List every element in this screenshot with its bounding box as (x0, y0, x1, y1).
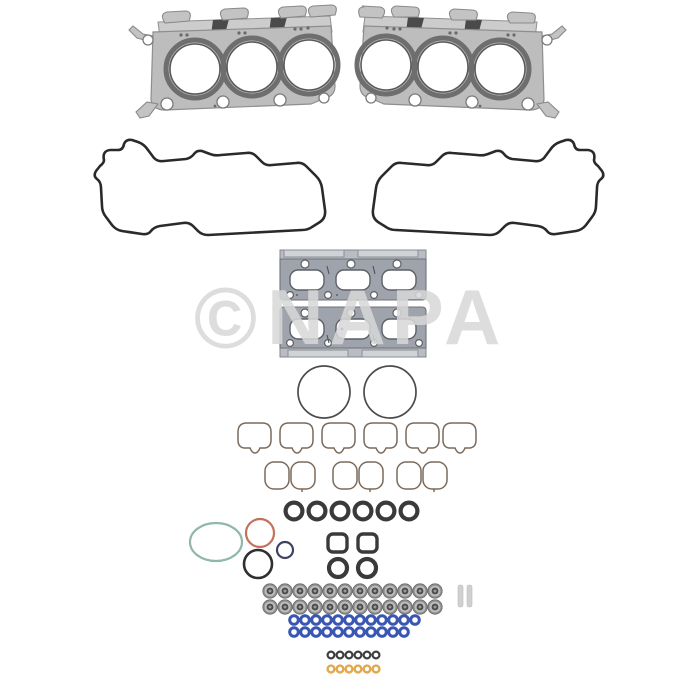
dowel-pins-group (456, 584, 476, 610)
small-tan-o-ring (371, 664, 381, 674)
blue-o-ring (376, 626, 388, 638)
blue-o-ring (387, 614, 399, 626)
camshaft-seal (329, 500, 351, 522)
intake-port-gasket (237, 422, 272, 454)
camshaft-seal (283, 500, 305, 522)
valve-stem-seal-row (262, 599, 443, 615)
valve-cover-gasket-right (358, 138, 608, 243)
round-seal (355, 556, 379, 580)
small-dark-o-ring (371, 650, 381, 660)
camshaft-seals-group (282, 500, 422, 522)
square-seal (356, 532, 379, 554)
o-ring-orange (244, 517, 276, 549)
small-dark-o-rings-group (326, 648, 386, 662)
copyright-symbol: © (193, 271, 268, 367)
exhaust-manifold-gasket-lower (278, 305, 428, 358)
blue-o-ring (310, 614, 322, 626)
camshaft-seal (398, 500, 420, 522)
head-gasket-left (125, 4, 341, 123)
coloured-o-rings-group (188, 517, 308, 580)
blue-o-ring (343, 614, 355, 626)
valve-cover-gasket-left (90, 138, 340, 243)
intake-runner-gasket (290, 461, 316, 490)
blue-o-ring (398, 614, 410, 626)
blue-o-ring (332, 626, 344, 638)
dowel-pin (457, 584, 464, 608)
blue-o-ring (387, 626, 399, 638)
small-dark-o-ring (335, 650, 345, 660)
small-tan-o-ring (326, 664, 336, 674)
small-tan-o-rings-group (326, 662, 386, 676)
intake-port-gasket (405, 422, 440, 454)
intake-port-gasket (363, 422, 398, 454)
round-seal (326, 556, 350, 580)
small-dark-o-ring (353, 650, 363, 660)
small-tan-o-ring (362, 664, 372, 674)
head-gasket-right (354, 5, 570, 123)
intake-runner-gasket (422, 461, 448, 490)
intake-port-gasket (321, 422, 356, 454)
throttle-body-seals-group (295, 363, 420, 421)
blue-o-ring (332, 614, 344, 626)
dowel-pin (466, 584, 473, 608)
blue-o-ring (321, 626, 333, 638)
blue-o-ring-row (288, 626, 410, 638)
blue-o-ring (299, 614, 311, 626)
blue-o-ring (299, 626, 311, 638)
blue-o-ring (343, 626, 355, 638)
blue-o-ring (354, 626, 366, 638)
blue-o-rings-group (288, 614, 421, 640)
camshaft-seal (306, 500, 328, 522)
blue-o-ring (398, 626, 410, 638)
small-tan-o-ring (353, 664, 363, 674)
intake-port-gaskets-group (232, 420, 480, 456)
blue-o-ring (288, 626, 300, 638)
o-ring-black (242, 548, 274, 580)
camshaft-seal (352, 500, 374, 522)
small-tan-o-ring (335, 664, 345, 674)
intake-runner-gasket-pair (264, 461, 316, 492)
intake-runner-gasket (332, 461, 358, 490)
valve-stem-seal-row (262, 583, 443, 599)
small-dark-o-ring (326, 650, 336, 660)
blue-o-ring (365, 626, 377, 638)
intake-runner-gasket-pair (396, 461, 448, 492)
small-tan-o-ring (344, 664, 354, 674)
blue-o-ring (409, 614, 421, 626)
intake-port-gasket (279, 422, 314, 454)
blue-o-ring (354, 614, 366, 626)
intake-runner-gasket (358, 461, 384, 490)
o-ring-navy (275, 540, 295, 560)
square-seals-group (325, 531, 385, 555)
intake-runner-gasket-pairs-group (262, 459, 450, 493)
throttle-body-seal (363, 365, 417, 419)
blue-o-ring (376, 614, 388, 626)
small-dark-o-ring (344, 650, 354, 660)
blue-o-ring (321, 614, 333, 626)
blue-o-ring (288, 614, 300, 626)
intake-runner-gasket (396, 461, 422, 490)
valve-stem-seals-group (262, 583, 447, 615)
round-seals-pair-group (325, 556, 385, 580)
square-seal (326, 532, 349, 554)
blue-o-ring (310, 626, 322, 638)
blue-o-ring (365, 614, 377, 626)
camshaft-seal (375, 500, 397, 522)
small-dark-o-ring (362, 650, 372, 660)
intake-runner-gasket (264, 461, 290, 490)
intake-runner-gasket-pair (332, 461, 384, 492)
exhaust-manifold-gasket-upper (278, 249, 428, 302)
intake-port-gasket (442, 422, 477, 454)
o-ring-teal (188, 521, 244, 563)
throttle-body-seal (297, 365, 351, 419)
blue-o-ring-row (288, 614, 421, 626)
